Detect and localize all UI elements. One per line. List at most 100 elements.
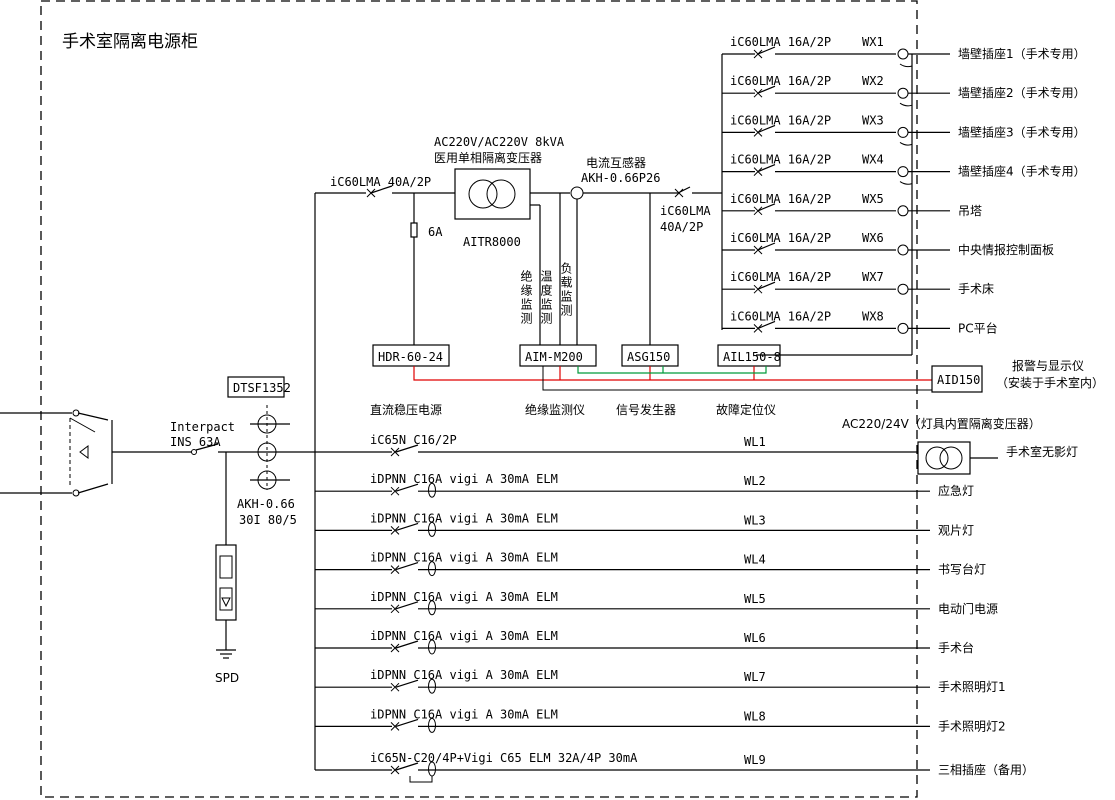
monitor-load: 负载监测 bbox=[559, 262, 573, 318]
wl-load-label: 手术台 bbox=[938, 640, 974, 655]
wl-load-label: 手术照明灯2 bbox=[938, 719, 1006, 733]
device-model: ASG150 bbox=[627, 350, 670, 364]
transformer-model: AITR8000 bbox=[463, 235, 521, 249]
main-switch: Interpact INS 63A bbox=[158, 420, 315, 455]
spd-label: SPD bbox=[215, 671, 239, 685]
monitor-labels: 绝缘监测 温度监测 负载监测 bbox=[519, 262, 573, 326]
monitor-devices: HDR-60-24直流稳压电源AIM-M200绝缘监测仪ASG150信号发生器A… bbox=[370, 344, 781, 417]
wl-circuit-id: WL3 bbox=[744, 513, 766, 527]
wx-breaker-label: iC60LMA 16A/2P bbox=[730, 74, 831, 88]
wx-circuit: iC60LMA 16A/2P WX3 墙壁插座3（手术专用） bbox=[722, 113, 1086, 146]
wl-breaker-label: iDPNN C16A vigi A 30mA ELM bbox=[370, 707, 558, 721]
wx-breaker-label: iC60LMA 16A/2P bbox=[730, 309, 831, 323]
wx-circuit-id: WX2 bbox=[862, 74, 884, 88]
main-switch-rating: INS 63A bbox=[170, 435, 221, 449]
wl-load-label: 书写台灯 bbox=[938, 562, 986, 577]
breaker-in-label: iC60LMA 40A/2P bbox=[330, 175, 431, 189]
device-aim-m200: AIM-M200 绝缘监测仪 bbox=[519, 344, 597, 417]
wx-load-label: PC平台 bbox=[958, 320, 998, 335]
device-model: AIM-M200 bbox=[525, 350, 583, 364]
wl-load-label: 三相插座（备用） bbox=[938, 762, 1034, 777]
monitor-temperature: 温度监测 bbox=[539, 270, 553, 326]
wx-breaker-label: iC60LMA 16A/2P bbox=[730, 231, 831, 245]
wl-load-label: 观片灯 bbox=[938, 523, 974, 537]
device-hdr-60-24: HDR-60-24 直流稳压电源 bbox=[370, 344, 450, 417]
wx-load-label: 墙壁插座3（手术专用） bbox=[958, 124, 1086, 139]
current-sensor: 电流互感器 AKH-0.66P26 bbox=[570, 155, 678, 345]
wl-circuit-id: WL1 bbox=[744, 435, 766, 449]
alarm-model: AID150 bbox=[937, 373, 980, 387]
wl-breaker-label: iDPNN C16A vigi A 30mA ELM bbox=[370, 668, 558, 682]
alarm-name: 报警与显示仪 bbox=[1012, 358, 1084, 373]
device-name: 绝缘监测仪 bbox=[525, 402, 585, 417]
wl-load-label: 电动门电源 bbox=[938, 601, 998, 616]
wx-circuit-id: WX8 bbox=[862, 309, 884, 323]
wx-load-label: 吊塔 bbox=[958, 204, 982, 218]
wx-breaker-label: iC60LMA 16A/2P bbox=[730, 192, 831, 206]
wx-breaker-label: iC60LMA 16A/2P bbox=[730, 270, 831, 284]
main-ct: AKH-0.66 30I 80/5 bbox=[237, 405, 297, 527]
wx-circuit: iC60LMA 16A/2P WX1 墙壁插座1（手术专用） bbox=[722, 35, 1086, 68]
transformer-spec: AC220V/AC220V 8kVA bbox=[434, 135, 565, 149]
device-name: 直流稳压电源 bbox=[370, 402, 442, 417]
wx-circuit: iC60LMA 16A/2P WX5 吊塔 bbox=[722, 192, 982, 218]
wx-circuit-id: WX5 bbox=[862, 192, 884, 206]
wl-breaker-label: iDPNN C16A vigi A 30mA ELM bbox=[370, 511, 558, 525]
device-asg150: ASG150 信号发生器 bbox=[616, 344, 679, 417]
wx-breaker-label: iC60LMA 16A/2P bbox=[730, 113, 831, 127]
lamp-transformer: AC220/24V（灯具内置隔离变压器） bbox=[842, 416, 1041, 475]
wl-load-label: 应急灯 bbox=[938, 483, 974, 498]
wx-circuit-id: WX3 bbox=[862, 113, 884, 127]
signal-wiring bbox=[413, 366, 932, 391]
breaker-out-line1: iC60LMA bbox=[660, 204, 711, 218]
breaker-out-line2: 40A/2P bbox=[660, 220, 703, 234]
wl-breaker-label: iDPNN C16A vigi A 30mA ELM bbox=[370, 472, 558, 486]
wl-circuit-id: WL4 bbox=[744, 553, 766, 567]
wx-load-label: 墙壁插座1（手术专用） bbox=[958, 46, 1086, 61]
wl-circuit-id: WL7 bbox=[744, 670, 766, 684]
wl-circuit-id: WL9 bbox=[744, 753, 766, 767]
transformer-name: 医用单相隔离变压器 bbox=[434, 150, 542, 165]
device-model: HDR-60-24 bbox=[378, 350, 443, 364]
wl-circuit: iDPNN C16A vigi A 30mA ELM WL3 观片灯 bbox=[315, 511, 974, 537]
wx-load-label: 墙壁插座4（手术专用） bbox=[958, 164, 1086, 179]
monitor-insulation: 绝缘监测 bbox=[519, 269, 533, 326]
wx-breaker-label: iC60LMA 16A/2P bbox=[730, 35, 831, 49]
spd-model: DTSF1352 bbox=[233, 381, 291, 395]
wx-circuit-id: WX6 bbox=[862, 231, 884, 245]
wx-load-label: 手术床 bbox=[958, 282, 994, 296]
device-model: AIL150-8 bbox=[723, 350, 781, 364]
ct-main-model: AKH-0.66 bbox=[237, 497, 295, 511]
lamp-transformer-label: AC220/24V（灯具内置隔离变压器） bbox=[842, 416, 1041, 431]
alarm-note: （安装于手术室内） bbox=[996, 375, 1104, 390]
wl-circuit-id: WL8 bbox=[744, 709, 766, 723]
wl-load-label: 手术室无影灯 bbox=[1006, 444, 1078, 459]
cabinet-boundary bbox=[40, 0, 918, 798]
wl-circuit-id: WL5 bbox=[744, 592, 766, 606]
fuse-label: 6A bbox=[428, 225, 443, 239]
alarm-display: AID150 报警与显示仪 （安装于手术室内） bbox=[931, 358, 1104, 393]
wx-circuit-id: WX1 bbox=[862, 35, 884, 49]
spd-branch: SPD DTSF1352 bbox=[215, 376, 291, 685]
wl-circuit: iDPNN C16A vigi A 30mA ELM WL5 电动门电源 bbox=[315, 590, 998, 616]
isolation-transformer: AC220V/AC220V 8kVA 医用单相隔离变压器 AITR8000 bbox=[434, 135, 570, 345]
incoming-feeder bbox=[0, 409, 158, 497]
device-name: 信号发生器 bbox=[616, 402, 676, 417]
transformer-feeder: iC60LMA 40A/2P 6A bbox=[315, 175, 455, 345]
wl-circuit-id: WL2 bbox=[744, 474, 766, 488]
wl-breaker-label: iDPNN C16A vigi A 30mA ELM bbox=[370, 590, 558, 604]
ct-sensor-model: AKH-0.66P26 bbox=[581, 171, 660, 185]
wl-circuit: iDPNN C16A vigi A 30mA ELM WL2 应急灯 bbox=[315, 472, 974, 498]
wx-load-label: 墙壁插座2（手术专用） bbox=[958, 85, 1086, 100]
wx-circuit: iC60LMA 16A/2P WX2 墙壁插座2（手术专用） bbox=[722, 74, 1086, 107]
